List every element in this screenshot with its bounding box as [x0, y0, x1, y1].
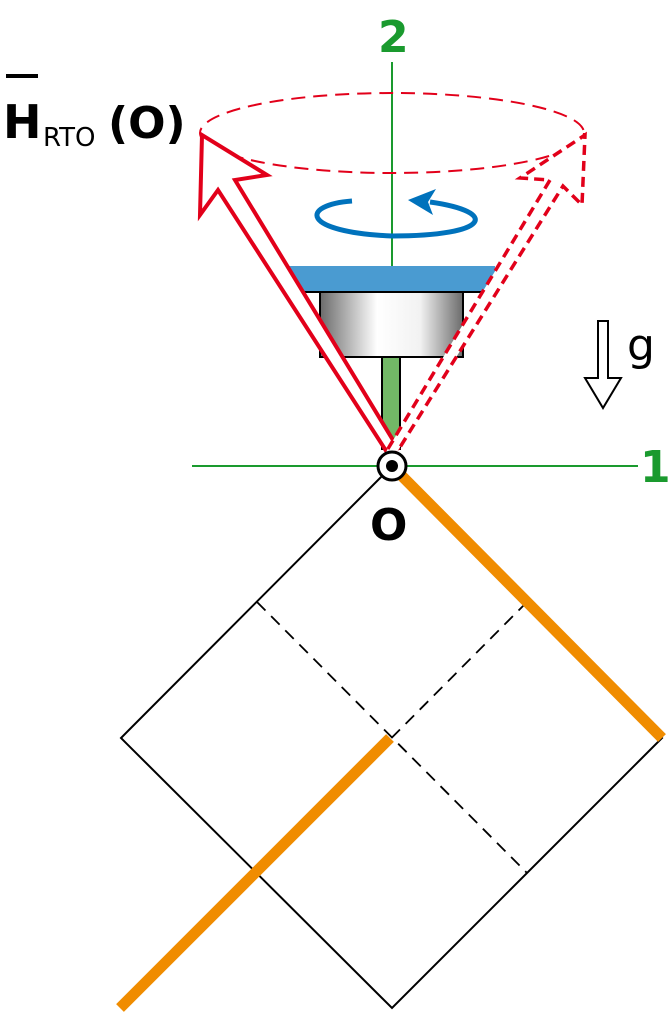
rotor-disc — [288, 266, 495, 292]
orange-bar-upper — [388, 462, 666, 742]
momentum-vector-dashed-arrow — [384, 131, 587, 461]
axis-1-label: 1 — [640, 442, 670, 493]
gravity-arrow-icon — [583, 320, 623, 410]
precession-ellipse — [199, 92, 585, 174]
momentum-label-subscript: RTO — [43, 123, 96, 153]
frame-dashed-diagonal — [256, 601, 528, 874]
momentum-label-argument: (O) — [108, 98, 186, 149]
origin-dot — [386, 460, 398, 472]
momentum-vector-arrow — [197, 131, 401, 462]
axis-2-label: 2 — [378, 12, 409, 63]
momentum-label-main: H — [3, 95, 42, 149]
origin-label: O — [370, 500, 407, 551]
rotation-arrowhead-icon — [408, 189, 436, 215]
gravity-label: g — [627, 320, 655, 371]
rotation-arrow-icon — [314, 198, 478, 239]
rotor-cylinder — [319, 291, 464, 358]
orange-bar-lower — [116, 734, 394, 1012]
